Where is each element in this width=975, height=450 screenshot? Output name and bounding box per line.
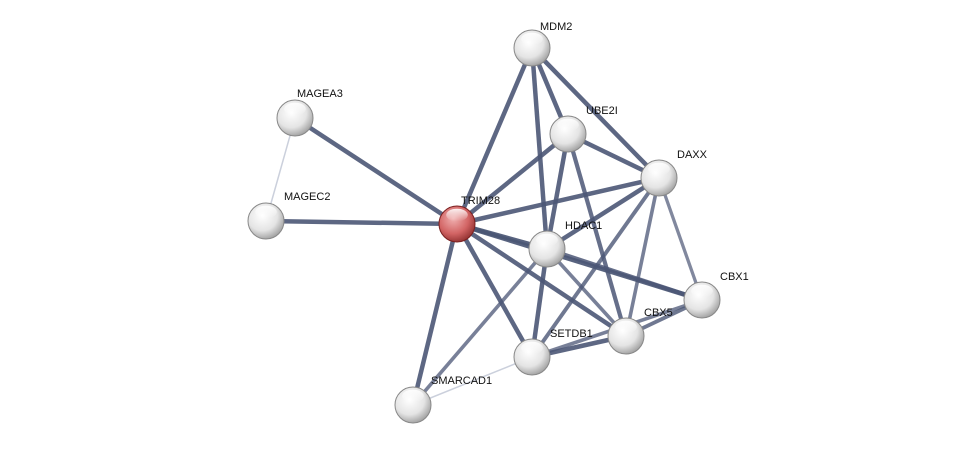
node-highlight [648,162,670,176]
node-daxx[interactable]: DAXX [640,149,708,197]
node-setdb1[interactable]: SETDB1 [513,328,593,376]
edge-magec2-trim28[interactable] [265,218,458,227]
node-label: MAGEA3 [297,88,343,100]
edge-daxx-trim28[interactable] [456,175,660,227]
edge-trim28-smarcad1[interactable] [410,223,460,406]
node-ube2i[interactable]: UBE2I [549,105,618,153]
edge-magea3-trim28[interactable] [293,116,459,226]
edge-hdac1-cbx5[interactable] [545,247,628,338]
node-highlight [691,284,713,298]
node-cbx5[interactable]: CBX5 [607,307,673,355]
node-highlight [255,205,277,219]
node-cbx1[interactable]: CBX1 [683,271,749,319]
node-label: HDAC1 [565,220,602,232]
node-label: CBX1 [720,271,749,283]
node-highlight [402,389,424,403]
node-label: CBX5 [644,307,673,319]
node-label: SETDB1 [550,328,593,340]
node-mdm2[interactable]: MDM2 [513,21,572,67]
node-label: DAXX [677,149,708,161]
node-highlight [521,32,543,46]
edge-mdm2-trim28[interactable] [454,47,535,225]
node-label: SMARCAD1 [431,375,492,387]
node-highlight [284,102,306,116]
edge-daxx-cbx5[interactable] [624,177,661,337]
node-smarcad1[interactable]: SMARCAD1 [394,375,492,424]
node-label: MAGEC2 [284,191,330,203]
node-trim28[interactable]: TRIM28 [438,195,500,243]
edge-daxx-cbx1[interactable] [657,177,704,301]
node-highlight [557,118,579,132]
node-magea3[interactable]: MAGEA3 [276,88,343,137]
node-magec2[interactable]: MAGEC2 [247,191,330,240]
edge-hdac1-cbx1[interactable] [546,247,703,302]
edge-mdm2-hdac1[interactable] [529,47,550,250]
node-highlight [446,208,468,222]
edge-setdb1-smarcad1[interactable] [412,356,533,406]
edge-trim28-setdb1[interactable] [455,222,534,359]
node-highlight [615,320,637,334]
node-hdac1[interactable]: HDAC1 [528,220,602,268]
node-highlight [536,233,558,247]
edge-daxx-hdac1[interactable] [545,176,661,251]
edge-ube2i-trim28[interactable] [455,132,570,226]
node-highlight [521,341,543,355]
edge-ube2i-cbx5[interactable] [565,133,629,337]
node-label: MDM2 [540,21,572,33]
edge-ube2i-hdac1[interactable] [544,133,571,250]
node-label: UBE2I [586,105,618,117]
edge-hdac1-smarcad1[interactable] [411,247,549,407]
node-label: TRIM28 [461,195,500,207]
edge-mdm2-daxx[interactable] [530,46,661,180]
